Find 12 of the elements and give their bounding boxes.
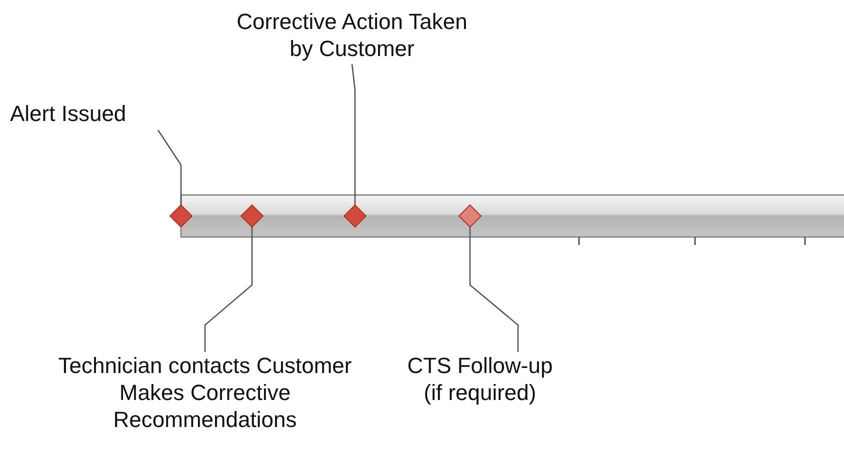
event-label: Corrective Action Taken by Customer [236,8,468,62]
milestone-marker [240,204,264,228]
event-label: Technician contacts Customer Makes Corrective Recommendations [57,352,353,433]
milestone-marker [458,204,482,228]
leader-line [204,227,253,352]
milestone-marker [343,204,367,228]
leader-line [351,64,356,205]
leader-line [157,130,182,205]
leader-line [469,227,519,352]
event-label: Alert Issued [10,100,128,127]
milestone-marker [169,204,193,228]
event-label: CTS Follow-up (if required) [406,352,554,406]
